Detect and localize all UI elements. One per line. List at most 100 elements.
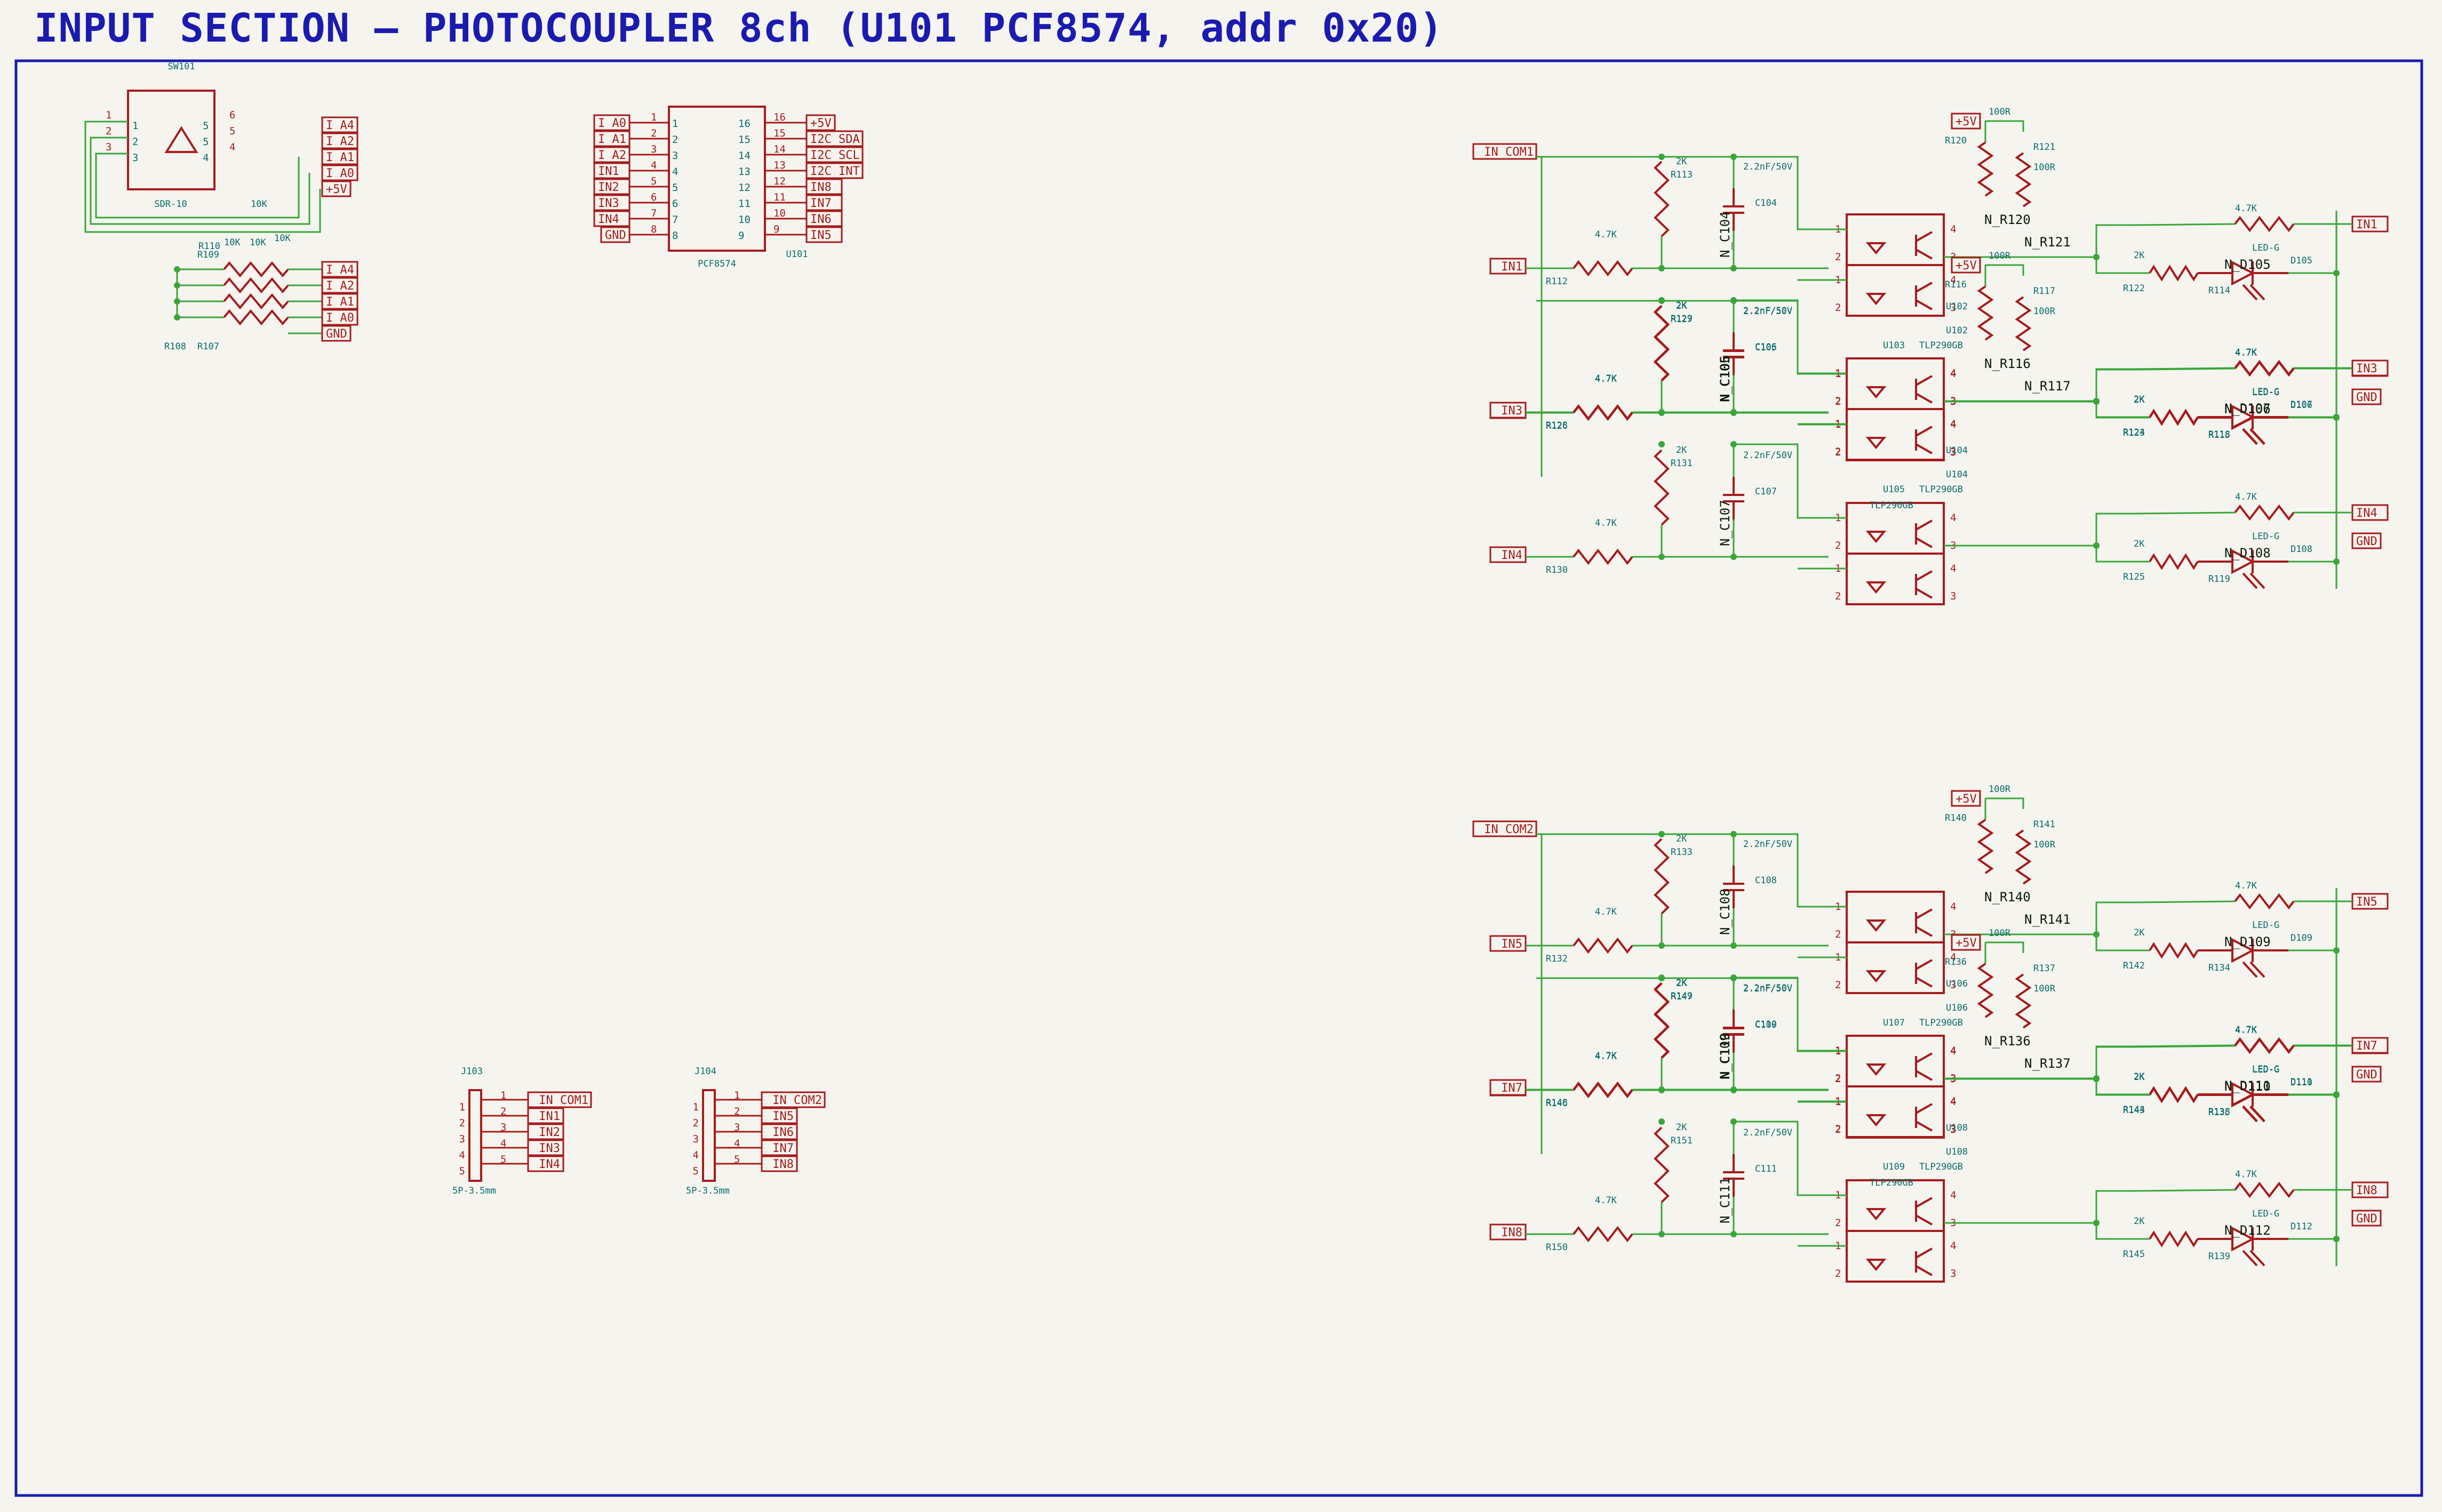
- u101-left-label: GND: [605, 229, 626, 242]
- led-resistor: [2149, 553, 2199, 570]
- sw101-pin: 4: [229, 141, 235, 153]
- pin-number: 2: [1835, 1073, 1841, 1085]
- pullup-value-b: 100R: [2033, 306, 2056, 317]
- u101-right-label-box: [805, 114, 836, 131]
- u101-right-label: I2C_INT: [810, 165, 860, 178]
- junction-dot: [1658, 298, 1665, 304]
- pullup-ref-a: R140: [1945, 813, 1967, 823]
- opto-transistor-icon: [1916, 977, 1933, 988]
- led-D108: [2198, 549, 2288, 589]
- pin-number: 4: [1950, 418, 1956, 430]
- junction-dot: [1658, 1086, 1665, 1093]
- pullup-ref-a: R120: [1945, 135, 1967, 146]
- led-resistor-wire: [2095, 401, 2150, 418]
- u101-pin-number: 11: [773, 191, 786, 203]
- parallel-resistor-value: 2K: [1676, 300, 1687, 311]
- led-resistor: [2149, 265, 2199, 282]
- junction-dot: [1658, 154, 1665, 160]
- u101-left-label: IN1_: [598, 165, 627, 178]
- pin-number: 2: [1835, 1124, 1841, 1135]
- parallel-resistor: [1654, 1126, 1670, 1203]
- u101-right-label-box: [805, 210, 843, 227]
- junction-dot: [1658, 942, 1665, 949]
- sw101-label: +5V: [326, 183, 347, 196]
- u101-left-label: IN4_: [598, 213, 627, 226]
- sw101-pinname: 5: [203, 136, 209, 148]
- u101-pin-number: 16: [773, 111, 786, 123]
- pin-number: 3: [1950, 446, 1956, 458]
- capacitor-value: 2.2nF/50V: [1743, 450, 1792, 461]
- sw101-pinname: 3: [132, 152, 138, 164]
- vcc-wire: [1985, 941, 2024, 953]
- led-resistor-wire: [2095, 1223, 2150, 1240]
- capacitor-net-label: N_C107: [1718, 500, 1733, 546]
- opto-ref-b: U106: [1946, 1003, 1968, 1013]
- input-resistor: [1573, 548, 1633, 565]
- parallel-resistor: [1654, 982, 1670, 1059]
- gnd-label-box: [2351, 1066, 2382, 1083]
- opto-transistor-icon: [1916, 443, 1933, 454]
- input-resistor-ref: R126: [1546, 421, 1568, 431]
- j103-pin: 2: [459, 1117, 465, 1129]
- pullup-ref-a: R116: [1945, 279, 1967, 290]
- input-resistor: [1573, 404, 1633, 421]
- led-resistor-wire: [2095, 1078, 2150, 1095]
- net-label-a: N_R136: [1984, 1034, 2031, 1049]
- input-label-box: [1489, 1079, 1527, 1096]
- pin-number: 2: [1835, 251, 1841, 263]
- opto-ref-b: U108: [1946, 1147, 1968, 1157]
- led-branch-wire: [2095, 513, 2134, 546]
- led-resistor-wire: [2095, 934, 2150, 951]
- parallel-resistor-ref: R127: [1671, 314, 1693, 325]
- pullup-value-b: 100R: [2033, 162, 2056, 173]
- capacitor-value: 2.2nF/50V: [1743, 839, 1792, 850]
- led-resistor: [2149, 409, 2199, 426]
- capacitor-net-label: N_C109: [1718, 1033, 1733, 1079]
- pullup-label: GND: [326, 327, 347, 341]
- sw101-label: I_A1: [326, 151, 354, 164]
- sw101-pinname: 1: [132, 120, 138, 132]
- led-resistor-ref: R145: [2123, 1249, 2145, 1260]
- opto-value-b: TLP290GB: [1919, 340, 1963, 351]
- led-branch-wire: [2095, 224, 2134, 257]
- output-pullup-value: 4.7K: [2235, 1169, 2257, 1180]
- j103-label: _IN4: [532, 1158, 560, 1171]
- pullup-ref: R108: [164, 341, 186, 352]
- led-net-label: N_D108: [2224, 546, 2271, 561]
- parallel-resistor-value: 2K: [1676, 301, 1687, 311]
- pin-number: 2: [1835, 396, 1841, 407]
- led-branch-wire: [2095, 901, 2134, 934]
- parallel-resistor: [1654, 305, 1670, 381]
- sw101-wire: [90, 137, 310, 225]
- parallel-capacitor: [1723, 477, 1744, 519]
- gnd-label: GND: [2356, 1212, 2377, 1226]
- vcc-label-box: [1951, 113, 1981, 130]
- input-label: _IN5: [1494, 938, 1522, 951]
- output-pullup-value: 4.7K: [2235, 347, 2257, 358]
- pin-number: 4: [1950, 274, 1956, 286]
- j103-label: _IN1: [532, 1110, 560, 1123]
- opto-led-icon: [1865, 293, 1887, 306]
- sheet-title: INPUT SECTION — PHOTOCOUPLER 8ch (U101 P…: [34, 5, 1444, 51]
- u101-left-label: I_A2: [598, 149, 626, 162]
- pullup-value: 100R: [1989, 251, 2011, 261]
- junction-dot: [1730, 265, 1737, 271]
- u101-right-label: IN8_: [810, 181, 839, 194]
- output-pullup-resistor: [2234, 1037, 2295, 1054]
- j104-label: _IN_COM2: [765, 1094, 822, 1107]
- capacitor-value: 2.2nF/50V: [1743, 306, 1792, 317]
- pullup-label-box: [321, 325, 352, 342]
- pullup-label: I_A2: [326, 279, 354, 293]
- u101-pin-number: 15: [773, 127, 786, 139]
- u101-pin-number: 2: [651, 127, 657, 139]
- j103-pin-num: 4: [500, 1138, 506, 1149]
- u101-right-label: I2C_SCL: [810, 149, 860, 162]
- input-label: _IN7: [1494, 1082, 1522, 1095]
- opto-transistor-icon: [1916, 1197, 1933, 1208]
- u101-pin-name: 1: [672, 118, 678, 130]
- parallel-resistor-ref: R147: [1671, 991, 1693, 1002]
- pin-number: 2: [1835, 302, 1841, 314]
- com-label-box: [1472, 143, 1537, 160]
- sw101-label: I_A2: [326, 135, 354, 148]
- output-label: IN1_: [2356, 218, 2385, 231]
